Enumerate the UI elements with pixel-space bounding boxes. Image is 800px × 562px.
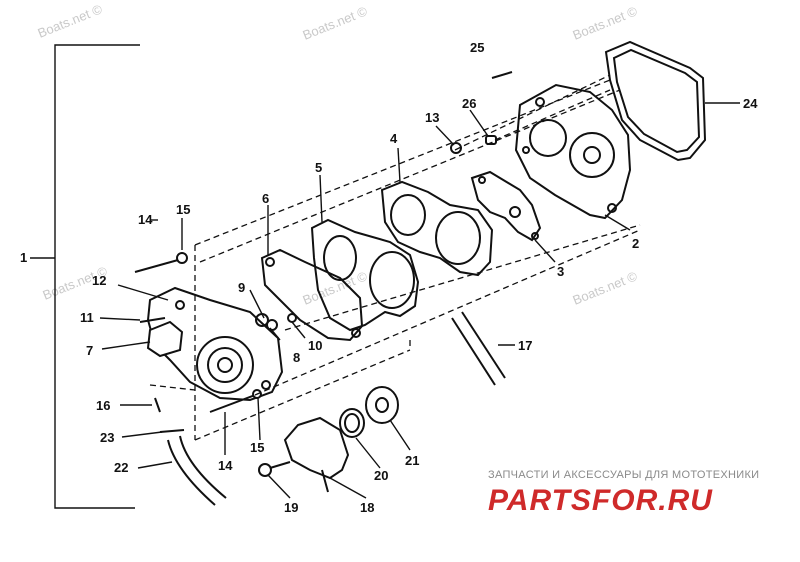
watermark: Boats.net © — [571, 268, 640, 308]
label-23: 23 — [100, 430, 114, 445]
label-20: 20 — [374, 468, 388, 483]
screw-14a — [134, 252, 188, 273]
label-4: 4 — [390, 131, 398, 146]
brand-tagline: ЗАПЧАСТИ И АКСЕССУАРЫ ДЛЯ МОТОТЕХНИКИ — [488, 469, 759, 481]
label-1: 1 — [20, 250, 27, 265]
label-15a: 15 — [176, 202, 190, 217]
label-15b: 15 — [250, 440, 264, 455]
screw-16 — [154, 397, 161, 413]
label-21: 21 — [405, 453, 419, 468]
gasket-5 — [310, 218, 420, 332]
watermark: Boats.net © — [36, 1, 105, 41]
label-9: 9 — [238, 280, 245, 295]
label-12: 12 — [92, 273, 106, 288]
label-18: 18 — [360, 500, 374, 515]
alignment-lines — [149, 74, 641, 441]
label-6: 6 — [262, 191, 269, 206]
disc-21 — [365, 386, 399, 424]
screw-11 — [139, 317, 166, 323]
label-7: 7 — [86, 343, 93, 358]
gasket-24-inner — [612, 48, 701, 154]
label-17: 17 — [518, 338, 532, 353]
label-14a: 14 — [138, 212, 153, 227]
hose-17 — [451, 311, 506, 386]
watermark: Boats.net © — [301, 3, 370, 43]
brand-block: ЗАПЧАСТИ И АКСЕССУАРЫ ДЛЯ МОТОТЕХНИКИ PA… — [488, 469, 759, 517]
screw-14b — [209, 389, 262, 413]
label-5: 5 — [315, 160, 322, 175]
label-13: 13 — [425, 110, 439, 125]
pump-body-7 — [146, 286, 284, 402]
label-24: 24 — [743, 96, 758, 111]
leader-lines — [99, 102, 740, 499]
watermark: Boats.net © — [571, 3, 640, 43]
brand-logo: PARTSFOR.RU — [488, 484, 713, 517]
label-14b: 14 — [218, 458, 233, 473]
nut-13 — [450, 142, 462, 154]
clamp-23 — [159, 429, 185, 433]
ring-20 — [339, 408, 365, 438]
label-8: 8 — [293, 350, 300, 365]
cover-plate-2 — [514, 83, 632, 220]
label-22: 22 — [114, 460, 128, 475]
gasket-24 — [604, 40, 707, 162]
screw-19 — [258, 461, 291, 477]
part-labels: 1 2 3 4 5 6 7 8 9 10 11 12 13 14 14 15 1… — [20, 40, 758, 515]
gasket-3 — [470, 170, 542, 242]
label-25: 25 — [470, 40, 484, 55]
label-2: 2 — [632, 236, 639, 251]
label-10: 10 — [308, 338, 322, 353]
assembly-bracket — [54, 44, 140, 509]
label-19: 19 — [284, 500, 298, 515]
label-26: 26 — [462, 96, 476, 111]
hose-22 — [167, 435, 227, 506]
screw-25 — [491, 71, 513, 79]
gasket-6 — [260, 248, 364, 342]
gasket-4 — [380, 180, 494, 277]
cover-18 — [283, 416, 350, 493]
label-3: 3 — [557, 264, 564, 279]
label-16: 16 — [96, 398, 110, 413]
label-11: 11 — [80, 310, 94, 325]
